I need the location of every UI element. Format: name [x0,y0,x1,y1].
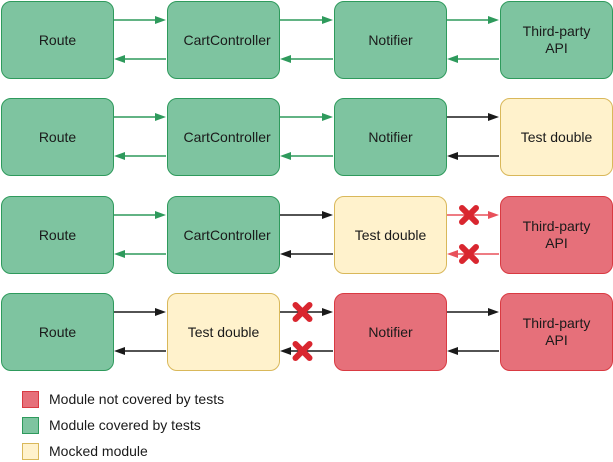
broken-link-cross-icon [292,302,313,322]
module-box-covered: Notifier [334,98,447,176]
module-box-uncovered: Third-party API [500,293,613,371]
module-label: Third-party API [522,315,591,348]
module-label: Notifier [368,323,413,340]
arrow-forward [447,16,499,24]
module-label: Third-party API [522,23,591,56]
broken-link-cross-icon [459,205,479,225]
module-box-covered: Route [1,1,114,79]
legend-swatch-mocked [22,442,39,460]
arrow-backward [114,152,166,160]
legend-label: Module covered by tests [49,417,201,433]
module-label: Test double [520,128,593,145]
arrow-backward [280,55,333,63]
arrow-backward [447,152,499,160]
legend-label: Module not covered by tests [49,391,225,407]
module-label: CartController [183,128,271,145]
legend-item-covered: Module covered by tests [22,415,201,435]
arrow-backward [114,347,166,355]
arrow-backward [114,55,166,63]
module-box-covered: CartController [167,98,280,176]
arrow-backward [114,250,166,258]
arrow-forward [114,211,166,219]
arrow-forward [114,308,166,316]
legend-label: Mocked module [49,443,148,459]
legend-item-mocked: Mocked module [22,441,148,461]
module-box-covered: Route [1,293,114,371]
legend-swatch-uncovered [22,390,39,408]
module-label: Route [38,31,77,48]
module-box-covered: CartController [167,196,280,274]
module-box-mocked: Test double [500,98,613,176]
module-label: Notifier [368,128,413,145]
module-label: Route [38,323,77,340]
module-label: Third-party API [522,218,591,251]
arrow-backward [280,347,333,355]
arrow-forward [114,16,166,24]
module-box-mocked: Test double [167,293,280,371]
broken-link-cross-icon [292,341,313,361]
arrow-forward [114,113,166,121]
arrow-backward [447,347,499,355]
arrow-backward [280,250,333,258]
module-box-covered: Route [1,196,114,274]
legend-swatch-covered [22,416,39,434]
module-label: Test double [187,323,260,340]
arrow-backward [280,152,333,160]
module-label: CartController [183,226,271,243]
module-box-covered: Route [1,98,114,176]
module-box-uncovered: Notifier [334,293,447,371]
arrow-backward [447,250,499,258]
module-label: Test double [354,226,427,243]
module-label: Route [38,226,77,243]
module-box-covered: Third-party API [500,1,613,79]
arrow-forward [447,113,499,121]
module-box-covered: CartController [167,1,280,79]
legend-item-uncovered: Module not covered by tests [22,389,224,409]
module-box-mocked: Test double [334,196,447,274]
arrow-forward [447,308,499,316]
arrow-forward [280,16,333,24]
module-box-uncovered: Third-party API [500,196,613,274]
module-label: Route [38,128,77,145]
broken-link-cross-icon [459,244,479,264]
arrow-forward [280,211,333,219]
module-label: Notifier [368,31,413,48]
arrow-forward [280,113,333,121]
module-box-covered: Notifier [334,1,447,79]
arrow-backward [447,55,499,63]
module-label: CartController [183,31,271,48]
